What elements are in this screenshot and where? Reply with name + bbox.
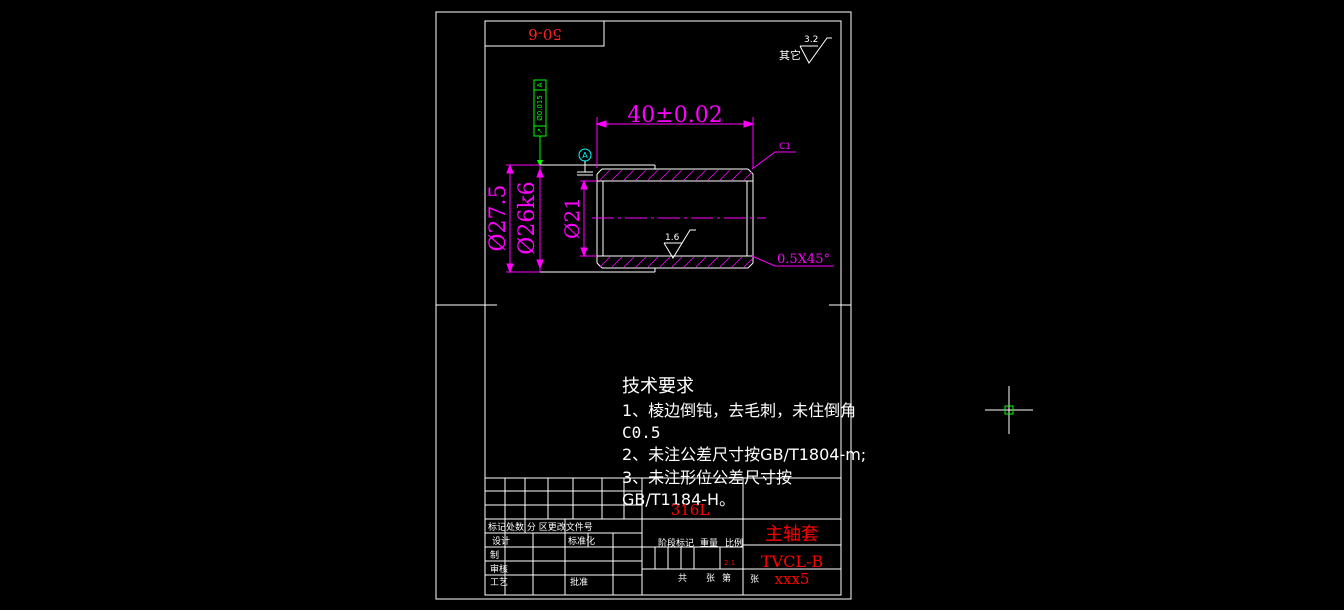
tolerance-leader-arrow bbox=[537, 160, 543, 167]
outer-sheet-border bbox=[435, 11, 852, 600]
label-sheets: 张 bbox=[706, 573, 715, 584]
tolerance-datum: A bbox=[536, 82, 544, 87]
tech-req-line-2: C0.5 bbox=[622, 423, 661, 442]
label-total: 共 bbox=[678, 573, 687, 584]
label-design: 设计 bbox=[492, 535, 510, 547]
drawing-number-box bbox=[484, 20, 605, 47]
label-check: 审核 bbox=[490, 563, 508, 575]
tech-req-line-5: GB/T1184-H。 bbox=[622, 490, 735, 509]
tech-req-line-3: 2、未注公差尺寸按GB/T1804-m; bbox=[622, 445, 866, 464]
dim-outer-large bbox=[506, 163, 540, 274]
label-scale: 比例 bbox=[725, 537, 743, 549]
part-name-text: 主轴套 bbox=[765, 524, 819, 545]
sheet-code-text: xxx5 bbox=[775, 570, 810, 588]
dim-length bbox=[595, 117, 755, 168]
label-weight: 重量 bbox=[700, 537, 718, 549]
roughness-bore-icon bbox=[663, 229, 696, 259]
chamfer-inner-leader bbox=[751, 255, 834, 267]
label-number: 第 bbox=[722, 572, 731, 584]
hatch-bottom bbox=[599, 256, 753, 268]
dim-outer-large-text: Ø27.5 bbox=[486, 184, 511, 251]
dim-outer-fit-text: Ø26k6 bbox=[515, 181, 540, 254]
tolerance-symbol: ↗ bbox=[536, 128, 544, 134]
crosshair-cursor-icon[interactable] bbox=[985, 386, 1033, 434]
roughness-other-label: 其它 bbox=[779, 48, 801, 62]
part-section bbox=[540, 164, 754, 273]
drawing-number: 50-6 bbox=[528, 25, 562, 43]
datum-letter: A bbox=[582, 151, 588, 160]
roughness-other-value: 3.2 bbox=[804, 35, 818, 45]
hatch-top bbox=[599, 169, 753, 181]
chamfer-c1-text: C1 bbox=[779, 142, 791, 152]
dim-inner-text: Ø21 bbox=[560, 197, 584, 239]
rev-header-text: 标记处数 分 区更改文件号 bbox=[488, 521, 593, 533]
scale-value: 2:1 bbox=[724, 559, 735, 567]
roughness-other-icon bbox=[799, 37, 832, 64]
label-stage: 阶段标记 bbox=[658, 537, 694, 549]
material-text: 316L bbox=[671, 501, 710, 519]
tolerance-value: Ø0.015 bbox=[536, 95, 544, 121]
dim-inner bbox=[580, 179, 597, 258]
drawing-code-text: TVCL-B bbox=[761, 552, 823, 571]
label-standardize: 标准化 bbox=[568, 535, 595, 547]
label-approve: 批准 bbox=[570, 576, 588, 588]
label-process: 工艺 bbox=[490, 577, 508, 588]
dim-outer-fit bbox=[536, 165, 544, 272]
tech-req-title: 技术要求 bbox=[622, 376, 694, 397]
tech-req-line-1: 1、棱边倒钝，去毛刺，未住倒角 bbox=[622, 401, 856, 420]
dim-length-text: 40±0.02 bbox=[627, 103, 722, 128]
label-draw: 制 bbox=[490, 549, 499, 561]
roughness-bore-value: 1.6 bbox=[665, 233, 680, 243]
label-sheet-end: 张 bbox=[750, 574, 759, 585]
chamfer-c1-leader bbox=[751, 151, 796, 170]
chamfer-inner-text: 0.5X45° bbox=[777, 252, 830, 267]
title-block-grid bbox=[484, 477, 842, 596]
